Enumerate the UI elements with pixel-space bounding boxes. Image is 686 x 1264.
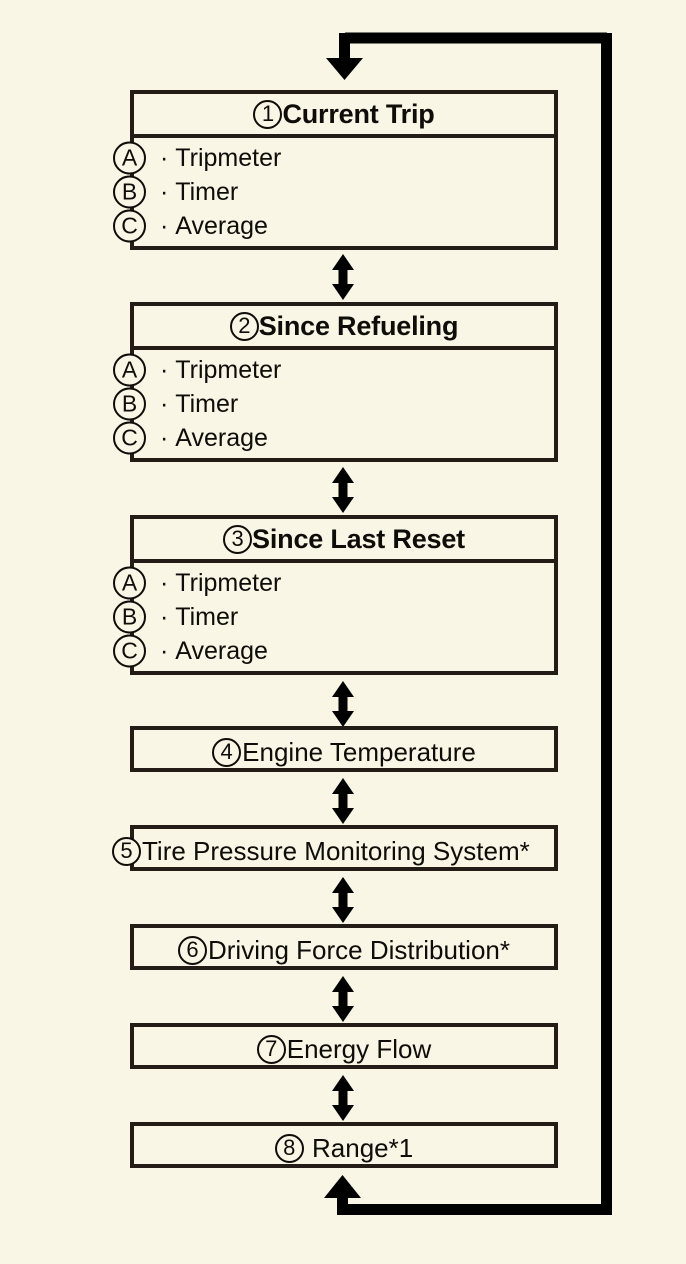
connector-5-6 bbox=[330, 877, 356, 923]
connector-4-5 bbox=[330, 778, 356, 824]
connector-6-7 bbox=[330, 976, 356, 1022]
circled-number-5: 5 bbox=[112, 836, 141, 866]
connector-7-8 bbox=[330, 1075, 356, 1121]
circled-number-3: 3 bbox=[223, 524, 253, 554]
section-box-since-refueling[interactable]: 2 Since Refueling A · Tripmeter B · Time… bbox=[113, 302, 558, 462]
connector-3-4 bbox=[330, 681, 356, 727]
circled-letter-b: B bbox=[113, 387, 146, 421]
section-box-range[interactable]: 8 Range*1 bbox=[130, 1122, 558, 1168]
bullet-dot: · bbox=[160, 389, 169, 418]
bullet-dot: · bbox=[160, 568, 169, 597]
section-title-1: Current Trip bbox=[282, 98, 435, 129]
section-header-3: 3 Since Last Reset bbox=[134, 519, 554, 563]
list-item[interactable]: C · Average bbox=[113, 421, 554, 455]
bullet-dot: · bbox=[160, 177, 169, 206]
list-item-label: Timer bbox=[175, 389, 239, 418]
circled-letter-c: C bbox=[113, 634, 146, 668]
list-item[interactable]: B · Timer bbox=[113, 175, 554, 209]
section-title-6: Driving Force Distribution* bbox=[208, 934, 510, 965]
section-box-engine-temperature[interactable]: 4 Engine Temperature bbox=[130, 726, 558, 772]
list-item-label: Timer bbox=[175, 177, 239, 206]
circled-letter-a: A bbox=[113, 141, 146, 175]
list-item-label: Average bbox=[175, 636, 268, 665]
circled-letter-c: C bbox=[113, 421, 146, 455]
list-item[interactable]: B · Timer bbox=[113, 600, 554, 634]
list-item[interactable]: C · Average bbox=[113, 209, 554, 243]
list-item[interactable]: B · Timer bbox=[113, 387, 554, 421]
circled-number-1: 1 bbox=[253, 99, 283, 129]
section-header-2: 2 Since Refueling bbox=[134, 306, 554, 350]
section-body-1: A · Tripmeter B · Timer C · Average bbox=[113, 138, 554, 249]
bullet-dot: · bbox=[160, 211, 169, 240]
list-item-label: Tripmeter bbox=[175, 143, 282, 172]
section-box-driving-force-distribution[interactable]: 6 Driving Force Distribution* bbox=[130, 924, 558, 970]
section-title-8: Range*1 bbox=[304, 1132, 414, 1163]
circled-number-6: 6 bbox=[178, 935, 207, 965]
bullet-dot: · bbox=[160, 636, 169, 665]
bullet-dot: · bbox=[160, 602, 169, 631]
section-title-row-6: 6 Driving Force Distribution* bbox=[134, 928, 554, 972]
connector-1-2 bbox=[330, 254, 356, 300]
section-box-energy-flow[interactable]: 7 Energy Flow bbox=[130, 1023, 558, 1069]
list-item-label: Timer bbox=[175, 602, 239, 631]
section-title-row-8: 8 Range*1 bbox=[134, 1126, 554, 1170]
circled-number-2: 2 bbox=[229, 311, 259, 341]
list-item[interactable]: A · Tripmeter bbox=[113, 566, 554, 600]
section-body-3: A · Tripmeter B · Timer C · Average bbox=[113, 563, 554, 674]
section-title-2: Since Refueling bbox=[258, 310, 459, 341]
circled-letter-a: A bbox=[113, 566, 146, 600]
section-title-3: Since Last Reset bbox=[252, 523, 465, 554]
section-box-tire-pressure-monitoring-system[interactable]: 5 Tire Pressure Monitoring System* bbox=[112, 825, 558, 871]
section-title-7: Energy Flow bbox=[286, 1033, 432, 1064]
section-title-row-7: 7 Energy Flow bbox=[134, 1027, 554, 1071]
section-title-5: Tire Pressure Monitoring System* bbox=[142, 835, 530, 866]
section-title-4: Engine Temperature bbox=[242, 736, 476, 767]
list-item[interactable]: A · Tripmeter bbox=[113, 141, 554, 175]
list-item-label: Average bbox=[175, 211, 268, 240]
section-title-row-5: 5 Tire Pressure Monitoring System* bbox=[112, 829, 554, 873]
circled-number-8: 8 bbox=[274, 1133, 304, 1163]
circled-letter-a: A bbox=[113, 353, 146, 387]
list-item[interactable]: C · Average bbox=[113, 634, 554, 668]
section-title-row-4: 4 Engine Temperature bbox=[134, 730, 554, 774]
connector-2-3 bbox=[330, 467, 356, 513]
circled-number-7: 7 bbox=[256, 1034, 286, 1064]
circled-number-4: 4 bbox=[212, 737, 242, 767]
list-item-label: Average bbox=[175, 423, 268, 452]
section-box-since-last-reset[interactable]: 3 Since Last Reset A · Tripmeter B · Tim… bbox=[113, 515, 558, 675]
circled-letter-b: B bbox=[113, 600, 146, 634]
list-item-label: Tripmeter bbox=[175, 355, 282, 384]
bullet-dot: · bbox=[160, 355, 169, 384]
section-header-1: 1 Current Trip bbox=[134, 94, 554, 138]
list-item[interactable]: A · Tripmeter bbox=[113, 353, 554, 387]
section-box-current-trip[interactable]: 1 Current Trip A · Tripmeter B · Timer C… bbox=[113, 90, 558, 250]
list-item-label: Tripmeter bbox=[175, 568, 282, 597]
circled-letter-b: B bbox=[113, 175, 146, 209]
bullet-dot: · bbox=[160, 423, 169, 452]
bullet-dot: · bbox=[160, 143, 169, 172]
section-body-2: A · Tripmeter B · Timer C · Average bbox=[113, 350, 554, 461]
circled-letter-c: C bbox=[113, 209, 146, 243]
